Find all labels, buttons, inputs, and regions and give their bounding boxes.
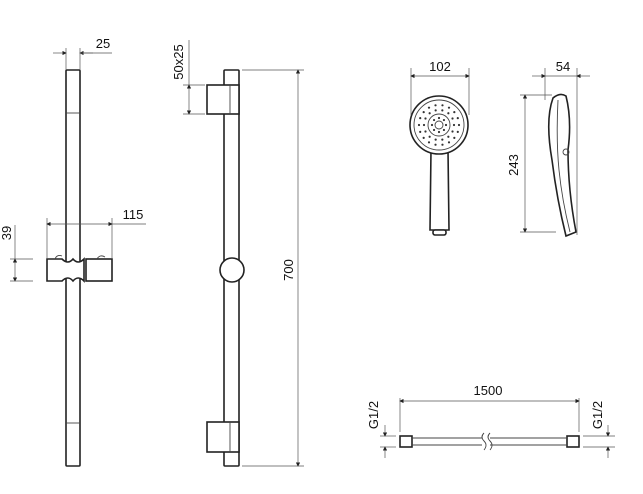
- nozzle-dot: [437, 130, 441, 134]
- nozzle-dot: [442, 118, 446, 122]
- dim-rail-diameter: 25: [96, 36, 110, 51]
- nozzle-dot: [427, 106, 431, 109]
- dim-bracket-size: 50x25: [171, 44, 186, 79]
- nozzle-dot: [441, 104, 444, 107]
- nozzle-dot: [424, 117, 427, 120]
- nozzle-dot: [427, 141, 431, 144]
- nozzle-dot: [447, 135, 450, 138]
- dim-head-depth: 54: [556, 59, 570, 74]
- nozzle-dot: [447, 112, 450, 115]
- nozzle-dot: [441, 143, 444, 146]
- rail-side-view: 50x25 700: [171, 40, 304, 467]
- nozzle-dot: [451, 130, 454, 133]
- nozzle-dot: [453, 111, 456, 114]
- dim-hose-length: 1500: [474, 383, 503, 398]
- nozzle-dot: [434, 138, 437, 141]
- dim-slider-width: 115: [123, 207, 144, 222]
- hose: 1500 G1/2 G1/2: [366, 383, 615, 458]
- nozzle-dot: [441, 138, 444, 141]
- nozzle-dot: [444, 123, 448, 127]
- nozzle-dot: [434, 109, 437, 112]
- nozzle-dot: [422, 123, 426, 127]
- nozzle-dot: [428, 112, 431, 115]
- nozzles: [417, 104, 461, 146]
- nozzle-dot: [434, 104, 437, 107]
- nozzle-dot: [447, 106, 451, 109]
- dim-head-diameter: 102: [429, 59, 451, 74]
- nozzle-dot: [441, 109, 444, 112]
- rail-front-view: 25 115 39: [0, 36, 146, 467]
- nozzle-dot: [419, 117, 422, 120]
- nozzle-dot: [422, 136, 425, 139]
- nozzle-dot: [430, 123, 434, 127]
- nozzle-dot: [451, 117, 454, 120]
- dim-hose-thread-right: G1/2: [590, 401, 605, 429]
- handshower-front-view: 102: [409, 59, 470, 236]
- nozzle-dot: [456, 130, 459, 133]
- slider: [46, 254, 113, 283]
- nozzle-dot: [452, 123, 456, 127]
- nozzle-dot: [447, 141, 451, 144]
- nozzle-dot: [424, 130, 427, 133]
- nozzle-dot: [457, 123, 461, 127]
- nozzle-dot: [442, 128, 446, 132]
- nozzle-dot: [456, 117, 459, 120]
- nozzle-dot: [437, 116, 441, 120]
- nozzle-dot: [419, 130, 422, 133]
- nozzle-dot: [432, 118, 436, 122]
- nozzle-dot: [432, 128, 436, 132]
- dim-rail-length: 700: [281, 259, 296, 281]
- nozzle-dot: [417, 123, 421, 127]
- dim-hose-thread-left: G1/2: [366, 401, 381, 429]
- dim-handshower-length: 243: [506, 154, 521, 176]
- nozzle-dot: [453, 136, 456, 139]
- handshower-side-view: 54 243: [506, 59, 590, 238]
- dim-slider-height: 39: [0, 226, 14, 240]
- nozzle-dot: [428, 135, 431, 138]
- nozzle-dot: [434, 143, 437, 146]
- nozzle-dot: [422, 111, 425, 114]
